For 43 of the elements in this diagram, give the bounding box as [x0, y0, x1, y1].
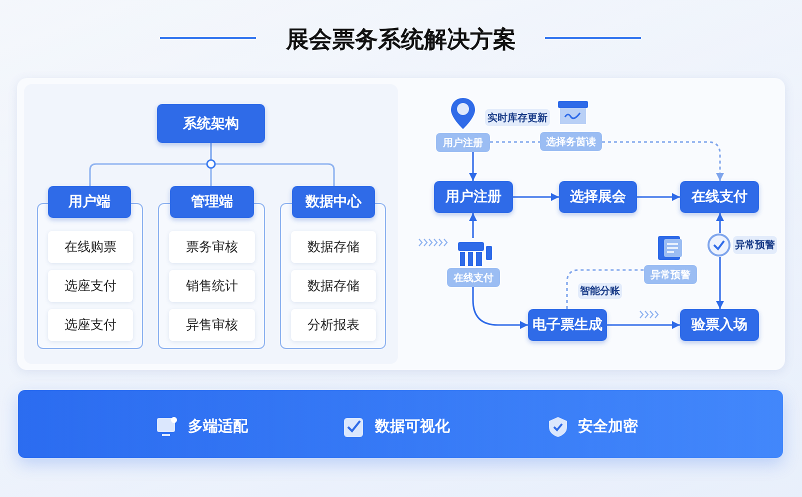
tag-label: 智能分账 [578, 283, 622, 299]
connector-line [210, 143, 335, 186]
process-box: 选择展会 [559, 181, 637, 213]
alert-badge [707, 233, 777, 257]
arrow [513, 193, 559, 201]
feature-label: 安全加密 [578, 417, 638, 436]
arrow [469, 213, 477, 238]
arrow [472, 287, 528, 329]
arrow [602, 141, 724, 181]
connector-line [490, 141, 540, 143]
process-box: 电子票生成 [528, 309, 607, 341]
item-box: 票务审核 [169, 231, 255, 263]
connector-line [566, 269, 644, 309]
feature-label: 多端适配 [188, 417, 248, 436]
tag-label: 选择务茵读 [540, 132, 602, 151]
process-box: 数据中心 [292, 186, 375, 218]
arrow [607, 321, 680, 329]
tag-label: 用户注册 [436, 133, 490, 152]
item-box: 选座支付 [48, 309, 133, 341]
alert-tag: 异常预警 [733, 236, 777, 254]
arrow [637, 193, 680, 201]
arrow [716, 257, 724, 309]
process-box: 验票入场 [680, 309, 759, 341]
arrow [716, 213, 724, 233]
title: 展会票务系统解决方案 [286, 26, 516, 55]
item-box: 异售审核 [169, 309, 255, 341]
tag-label: 实时库存更新 [485, 109, 550, 126]
process-box: 系统架构 [157, 104, 265, 143]
process-box: 管理端 [170, 186, 254, 218]
item-box: 数据存储 [291, 270, 376, 302]
arrow [469, 152, 477, 181]
icon-tag [644, 234, 697, 284]
item-box: 在线购票 [48, 231, 133, 263]
item-box: 销售统计 [169, 270, 255, 302]
process-box: 在线支付 [680, 181, 759, 213]
item-box: 分析报表 [291, 309, 376, 341]
tag-label: 在线支付 [447, 268, 500, 287]
process-box: 用户端 [48, 186, 131, 218]
item-box: 数据存储 [291, 231, 376, 263]
tag-label: 异常预警 [644, 265, 697, 284]
process-box: 用户注册 [434, 181, 513, 213]
item-box: 选座支付 [48, 270, 133, 302]
feature-label: 数据可视化 [375, 417, 450, 436]
